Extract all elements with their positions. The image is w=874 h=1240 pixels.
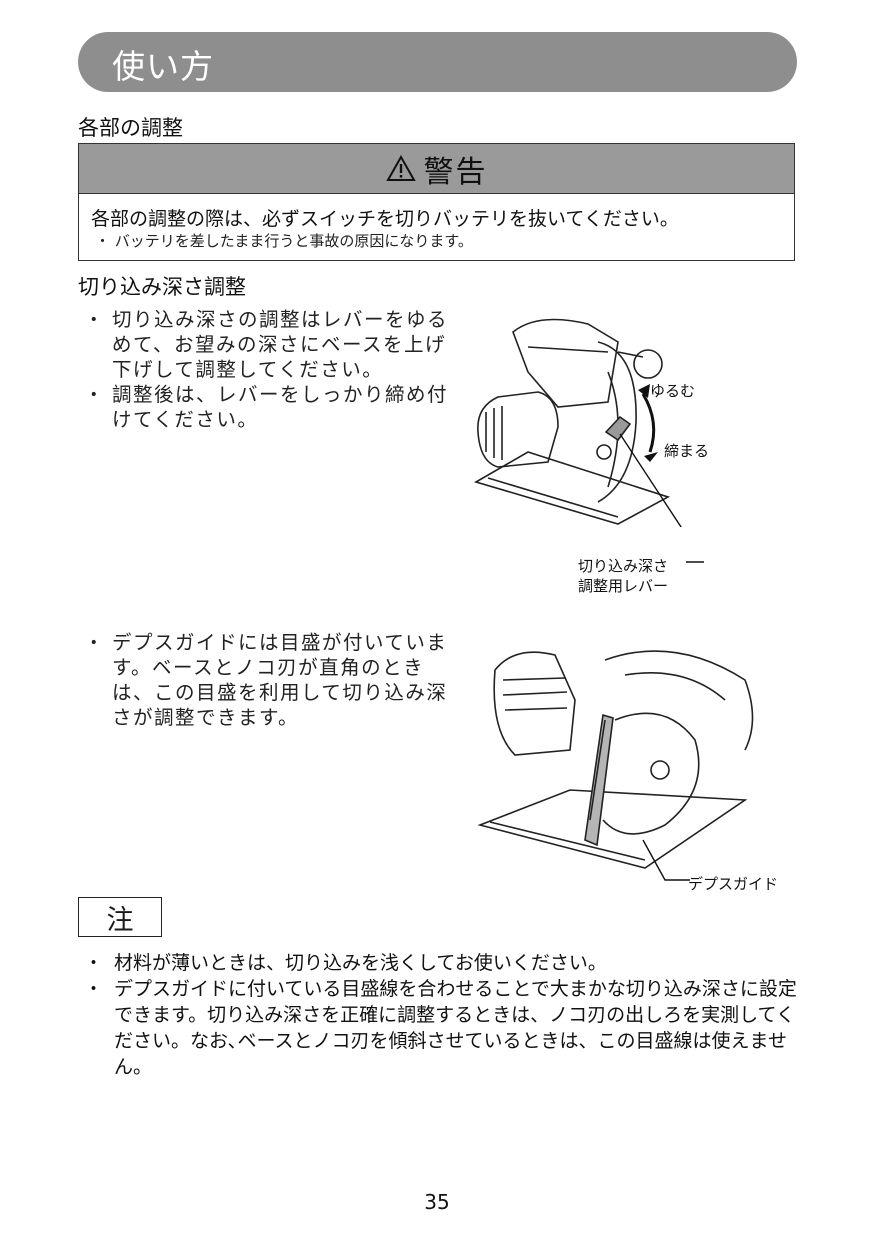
- callout-leader-end: [686, 561, 704, 563]
- chapter-header: 使い方: [78, 32, 797, 92]
- depth-guide-illustration: [477, 650, 754, 881]
- callout-depth-guide: デプスガイド: [688, 875, 779, 893]
- chapter-title: 使い方: [112, 47, 214, 86]
- list-item: ・デプスガイドに付いている目盛線を合わせることで大まかな切り込み深さに設定できま…: [84, 978, 797, 1078]
- saw-lever-illustration: [473, 318, 682, 527]
- list-item: ・切り込み深さの調整はレバーをゆるめて、お望みの深さにベースを上げ下げして調整し…: [84, 308, 449, 381]
- page-number: 35: [424, 1190, 450, 1214]
- list-item: ・デプスガイドには目盛が付いています。ベースとノコ刃が直角のときは、この目盛を利…: [84, 631, 448, 729]
- depth-adjust-bullets: ・切り込み深さの調整はレバーをゆるめて、お望みの深さにベースを上げ下げして調整し…: [84, 307, 464, 432]
- list-item: ・調整後は、レバーをしっかり締め付けてください。: [84, 383, 449, 431]
- callout-lever-line2: 調整用レバー: [578, 577, 669, 595]
- section-title-cut-depth: 切り込み深さ調整: [78, 275, 246, 299]
- section-title-adjustment: 各部の調整: [78, 116, 183, 140]
- warning-label: 警告: [423, 154, 488, 190]
- warning-triangle-icon: [385, 155, 416, 181]
- list-item: ・材料が薄いときは、切り込みを浅くしてお使いください。: [84, 952, 607, 974]
- warning-main-text: 各部の調整の際は、必ずスイッチを切りバッテリを抜いてください。: [91, 208, 679, 230]
- callout-lever-line1: 切り込み深さ: [578, 557, 669, 575]
- depth-guide-bullets: ・デプスガイドには目盛が付いています。ベースとノコ刃が直角のときは、この目盛を利…: [84, 630, 464, 730]
- note-list: ・材料が薄いときは、切り込みを浅くしてお使いください。 ・デプスガイドに付いてい…: [84, 950, 804, 1080]
- callout-loosen: ゆるむ: [650, 382, 696, 400]
- callout-tighten: 締まる: [664, 442, 710, 460]
- note-label-box: 注: [78, 897, 162, 937]
- warning-header: 警告: [79, 144, 794, 194]
- warning-sub-text: ・ バッテリを差したまま行うと事故の原因になります。: [95, 232, 473, 250]
- warning-box: 警告 各部の調整の際は、必ずスイッチを切りバッテリを抜いてください。 ・ バッテ…: [78, 143, 795, 261]
